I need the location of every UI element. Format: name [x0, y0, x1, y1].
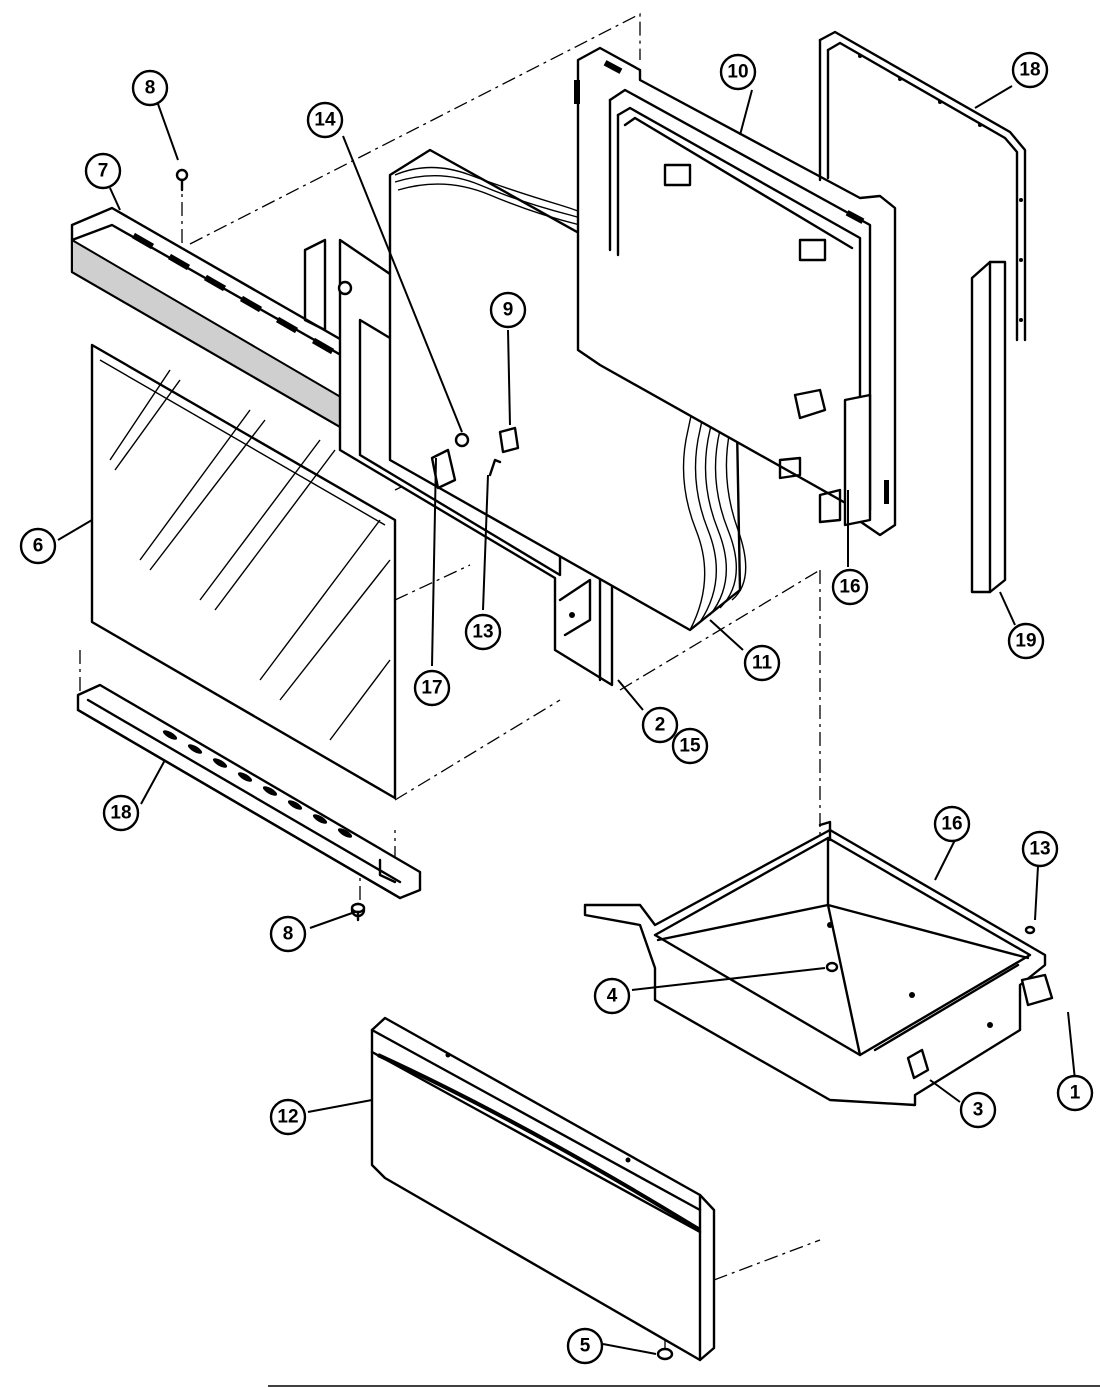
callout-9: 9 — [489, 291, 527, 329]
drawer-stop — [1020, 973, 1054, 1007]
svg-text:15: 15 — [679, 736, 701, 757]
callout-15: 16 — [831, 568, 869, 606]
callout-labels: 8 7 14 9 10 18 6 13 17 2 15 11 16 19 18 … — [19, 51, 1094, 1365]
svg-text:6: 6 — [33, 536, 44, 557]
callout-18: 18 — [102, 794, 140, 832]
svg-text:18: 18 — [110, 803, 131, 824]
callout-14: 14 — [306, 101, 344, 139]
door-bottom-trim — [76, 683, 422, 900]
callout-3: 3 — [959, 1091, 997, 1129]
side-trim-strip — [970, 260, 1007, 594]
callout-4: 4 — [593, 977, 631, 1015]
callout-6: 6 — [19, 527, 57, 565]
svg-text:12: 12 — [277, 1107, 298, 1128]
svg-text:18: 18 — [1019, 60, 1040, 81]
svg-text:13: 13 — [472, 622, 493, 643]
callout-16: 16 — [933, 805, 971, 843]
callout-2: 2 — [641, 706, 679, 744]
callout-12: 12 — [269, 1098, 307, 1136]
drawer-front-panel — [370, 1016, 716, 1362]
screws — [350, 902, 1036, 1361]
svg-text:16: 16 — [941, 814, 962, 835]
callout-20: 18 — [1011, 51, 1049, 89]
svg-text:17: 17 — [421, 678, 442, 699]
callout-7: 7 — [84, 152, 122, 190]
svg-text:4: 4 — [607, 986, 618, 1007]
svg-text:9: 9 — [503, 300, 514, 321]
callout-17: 15 — [671, 727, 709, 765]
door-glass-panel — [90, 343, 397, 800]
callout-21: 19 — [1007, 622, 1045, 660]
callout-1: 1 — [1056, 1074, 1094, 1112]
callout-13-mid: 13 — [464, 613, 502, 651]
svg-text:13: 13 — [1029, 839, 1050, 860]
door-frame-liner — [574, 46, 897, 537]
svg-text:16: 16 — [839, 577, 860, 598]
leader-lines — [57, 85, 1076, 1355]
svg-text:5: 5 — [580, 1336, 591, 1357]
svg-text:19: 19 — [1015, 631, 1036, 652]
svg-text:3: 3 — [973, 1100, 984, 1121]
svg-text:11: 11 — [752, 653, 773, 674]
callout-8-bottom: 8 — [269, 915, 307, 953]
svg-text:14: 14 — [314, 110, 336, 131]
svg-text:8: 8 — [283, 924, 294, 945]
callout-8-top: 8 — [131, 69, 169, 107]
svg-text:1: 1 — [1070, 1083, 1081, 1104]
callout-11: 11 — [743, 644, 781, 682]
svg-text:2: 2 — [655, 715, 666, 736]
callout-13-right: 13 — [1021, 830, 1059, 868]
callout-5: 5 — [566, 1327, 604, 1365]
door-gasket — [818, 30, 1027, 342]
callout-19: 17 — [413, 669, 451, 707]
svg-text:8: 8 — [145, 78, 156, 99]
storage-drawer-body — [583, 820, 1047, 1107]
svg-text:7: 7 — [98, 161, 109, 182]
callout-10: 10 — [719, 53, 757, 91]
svg-text:10: 10 — [727, 62, 748, 83]
